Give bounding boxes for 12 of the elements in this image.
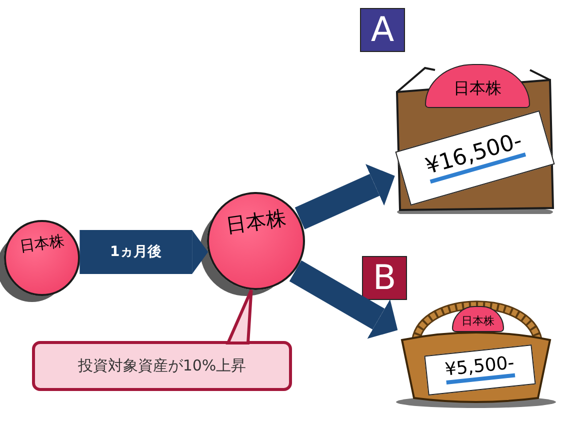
option-letter: B <box>362 256 407 300</box>
ball-label: 日本株 <box>224 204 288 240</box>
ball-label: 日本株 <box>454 78 502 100</box>
chevron-arrow <box>80 230 208 274</box>
price-text: ¥5,500- <box>444 353 516 384</box>
callout-pointer <box>226 288 253 344</box>
block-arrow <box>289 260 398 339</box>
option-letter: A <box>360 8 405 52</box>
block-arrow <box>294 164 395 230</box>
ball-label: 日本株 <box>462 313 494 328</box>
ball-label: 日本株 <box>18 231 66 256</box>
callout-text: 投資対象資産が10%上昇 <box>78 356 246 376</box>
